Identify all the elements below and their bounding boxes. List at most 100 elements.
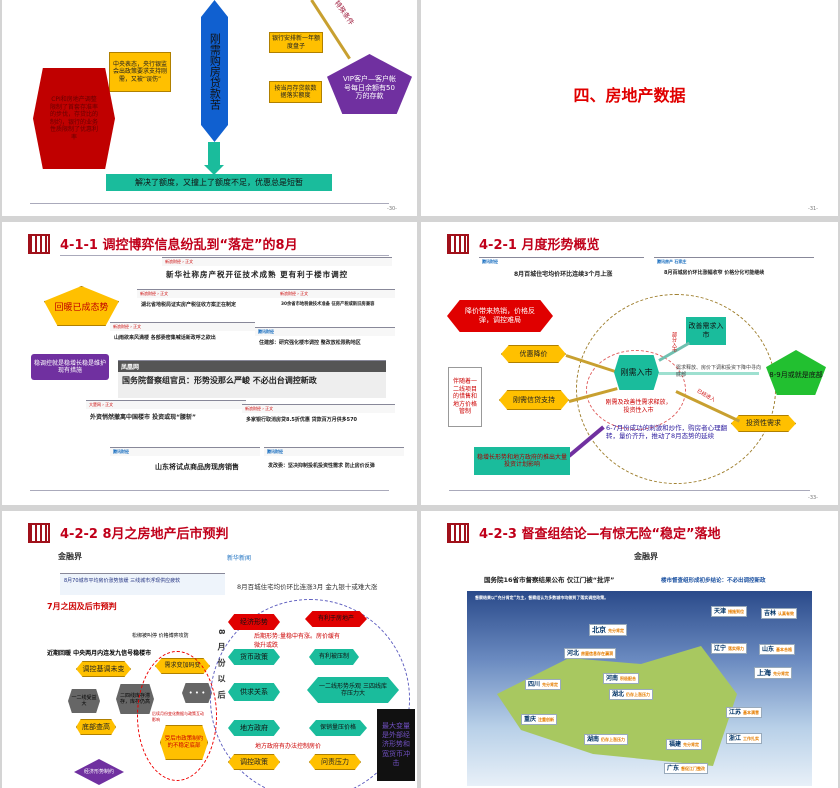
slide-thumbnail-31[interactable]: 四、房地产数据 -31-: [421, 0, 838, 216]
divider: [30, 490, 389, 491]
headline-card: 腾讯财经发改委：坚决抑制投机投资性需求 防止房价反弹: [264, 447, 404, 482]
center-box: 刚需入市: [614, 355, 659, 390]
source-jrj: 金融界: [634, 552, 658, 561]
region-card: 湖南仍存上涨压力: [584, 734, 629, 746]
credit-box: 刚需信贷支持: [499, 390, 569, 410]
slide-thumbnail-35[interactable]: 4-2-3 督查组结论—有惊无险“稳定”落地 金融界 国务院16省市督察结果公布…: [421, 511, 838, 788]
region-card: 福建充分肯定: [666, 739, 703, 751]
note-gov: 地方政府有办法控制房价: [255, 743, 322, 750]
flow-item: 底部查高: [76, 719, 116, 735]
headline-card: 腾讯财经山东将试点商品房现房销售: [110, 447, 260, 482]
region-card: 四川充分肯定: [525, 679, 562, 691]
page-number: -31-: [808, 206, 818, 212]
source-jrj: 金融界: [58, 552, 82, 561]
result-box: 解决了额度，又撞上了额度不足，优惠总是短暂: [106, 174, 332, 191]
price-hexagon: 降价带来热销，价格反弹，调控难局: [447, 300, 553, 332]
row-money-left: 货币政策: [228, 649, 280, 665]
headline-card: 新浪财经 › 正文新华社称房产税开征技术成熟 更有利于楼市调控: [162, 257, 392, 282]
section-heading: 四、房地产数据: [573, 86, 686, 105]
row-gov-right: 保销量压价格: [309, 720, 367, 736]
headline-card: 腾讯财经住建部：研究强化楼市调控 整改放松限购地区: [255, 327, 395, 352]
note-econ: 后期形势:量稳中有涨。房价缓有微升或跌: [254, 633, 341, 649]
slide-title: 4-1-1 调控博弈信息纷乱到“落定”的8月: [60, 238, 298, 253]
inner-note: 刚需及改善性需求释放，投资性入市: [605, 399, 672, 414]
right-circle: [210, 599, 410, 788]
down-arrow-head: [204, 165, 224, 175]
flow-note: 需求释放、房价下调和投资下降中寻向底部: [676, 365, 762, 378]
headline-card: 8月70城市平均房价涨势放缓 三线城市浮现供应疲软: [60, 573, 225, 595]
region-card: 湖北仍存上涨压力: [609, 689, 654, 701]
improve-box: 改善需求入市: [686, 317, 726, 345]
page-number: -33-: [808, 495, 818, 501]
region-card: 北京充分肯定: [589, 624, 627, 637]
row-supply-right: 一二线形势乐观 三四线库存压力大: [307, 677, 399, 703]
slide-title: 4-2-2 8月之房地产后市预判: [60, 527, 229, 542]
headline: 松绑被叫停 价格博弈攻防: [132, 633, 189, 639]
source-xinhua: 新华新闻: [227, 555, 252, 562]
headline-card: 新浪财经 › 正文多家银行取消房贷8.5折优惠 贷款百万月供多570: [242, 404, 395, 432]
logo-icon: [447, 523, 469, 543]
row-policy-right: 问责压力: [309, 754, 361, 770]
row-money-right: 有利被压制: [309, 649, 359, 665]
row-econ-left: 经济形势: [228, 614, 280, 630]
logo-icon: [447, 234, 469, 254]
region-card: 吉林认真有效: [761, 608, 798, 620]
map-intro: 督察结果以“充分肯定”为主，督察组认为多数城市均做到了落实调控政策。: [475, 595, 609, 600]
headline: 8月百城住宅均价环比连涨3月 金九银十或难大涨: [237, 583, 378, 591]
callout-deposit: 按当月存贷款数据落实额度: [269, 81, 322, 103]
china-map: 督察结果以“充分肯定”为主，督察组认为多数城市均做到了落实调控政策。: [467, 591, 812, 786]
callout-bank: 银行安排新一年额度盘子: [269, 32, 323, 53]
promo-box: 优惠降价: [501, 345, 566, 363]
stability-box: 稳调控就是稳增长稳是维护现有措施: [31, 354, 109, 380]
cpi-hexagon: CPI和房地产调整限制了首套存准率的步伐，存贷比的制约，银行的业务性质限制了优惠…: [33, 68, 115, 169]
left-circle: [137, 651, 217, 781]
region-card: 山东基本合格: [759, 644, 796, 656]
headline: 国务院16省市督察结果公布 仅江门被“批评”: [484, 576, 615, 584]
row-econ-right: 有利于房地产: [305, 611, 367, 627]
region-card: 重庆注重创新: [521, 714, 558, 726]
arrow-label: 特殊条件: [332, 0, 356, 27]
loan-diamond: 刚需购房贷款苦: [201, 0, 228, 142]
region-card: 河南积极配合: [603, 673, 640, 685]
down-arrow: [208, 142, 220, 167]
row-policy-left: 调控政策: [228, 754, 280, 770]
logo-icon: [28, 523, 50, 543]
sub-title: 7月之因及后市预判: [47, 602, 117, 611]
slide-thumbnail-32[interactable]: 4-1-1 调控博弈信息纷乱到“落定”的8月 新浪财经 › 正文新华社称房产税开…: [2, 222, 417, 505]
divider: [30, 203, 389, 204]
recovery-pentagon: 回暖已成态势: [44, 286, 119, 326]
logo-icon: [28, 234, 50, 254]
label-part: 部分入市: [671, 332, 677, 352]
page-number: -30-: [387, 206, 397, 212]
slide-thumbnail-30[interactable]: 特殊条件 VIP客户—客户帐号每日余额有50万的存款 刚需购房贷款苦 解决了额度…: [2, 0, 417, 216]
row-gov-left: 地方政府: [228, 720, 280, 736]
inner-circle: [586, 350, 686, 430]
region-card: 上海充分肯定: [754, 667, 792, 680]
divider: [60, 255, 389, 256]
headline: 楼市督查组形成初步结论：不必出调控新政: [661, 578, 766, 584]
growth-box: 稳增长形势和地方政府的推出大量投资计划影响: [474, 447, 570, 475]
slide-thumbnail-34[interactable]: 4-2-2 8月之房地产后市预判 金融界 新华新闻 8月70城市平均房价涨势放缓…: [2, 511, 417, 788]
slide-title: 4-2-3 督查组结论—有惊无险“稳定”落地: [479, 527, 721, 542]
invest-box: 投资性需求: [731, 415, 796, 432]
bottom-pentagon: 8-9月或就是底部: [766, 350, 826, 395]
slide-title: 4-2-1 月度形势概览: [479, 238, 600, 253]
region-card: 广东督促江门整改: [664, 763, 709, 775]
row-supply-left: 供求关系: [228, 683, 280, 701]
callout-central: 中央表态，央行银监会出政策要求支持刚需，又被“误伤”: [109, 52, 171, 92]
black-box: 最大变量是外部经济形势和宽货币冲击: [377, 709, 415, 781]
headline-card: 新浪财经 › 正文山雨欲来风满楼 各部委密集喊话新政呼之欲出: [110, 322, 255, 352]
flow-item: 一二线受益大: [68, 689, 100, 713]
headline-card: 新浪财经 › 正文湖北省地税局证实房产税征收方案正在制定: [137, 289, 277, 314]
headline-card: 大楚网 › 正文外资悄然撤离中国楼市 投资或现“腰斩”: [86, 400, 246, 430]
vip-pentagon: VIP客户—客户帐号每日余额有50万的存款: [327, 54, 412, 114]
region-card: 河北房屋信息存在漏洞: [564, 648, 617, 660]
region-card: 浙江工作扎实: [726, 733, 763, 745]
region-card: 江苏基本满意: [726, 707, 763, 719]
side-note: 伴随着一二线项目的惜售和地方价格管制: [448, 367, 482, 427]
region-card: 辽宁落实得力: [711, 643, 748, 655]
flow-item: 调控基调未变: [76, 661, 131, 677]
